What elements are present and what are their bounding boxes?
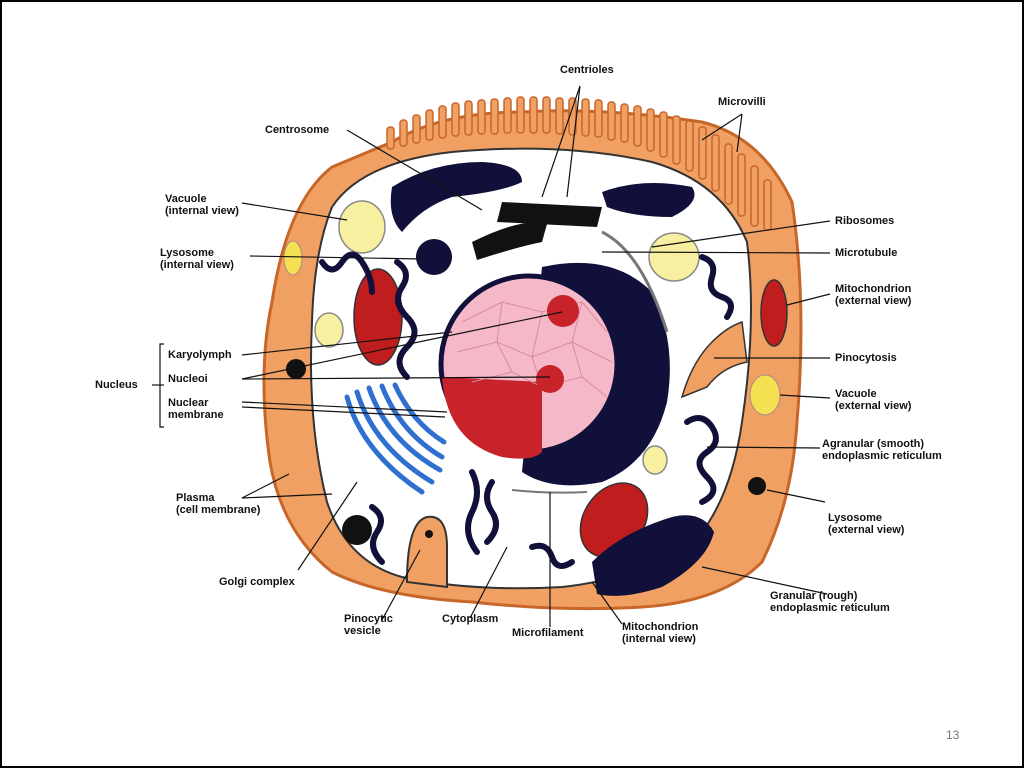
centriole-bar — [497, 202, 602, 227]
label-microtubule: Microtubule — [835, 247, 898, 259]
label-microfilament: Microfilament — [512, 627, 584, 639]
label-lysosome-internal: Lysosome (internal view) — [160, 247, 234, 271]
label-mitochondrion-external: Mitochondrion (external view) — [835, 283, 912, 307]
lysosome-membrane-left — [286, 359, 306, 379]
label-lysosome-external: Lysosome (external view) — [828, 512, 905, 536]
agranular-er — [319, 251, 734, 569]
label-karyolymph: Karyolymph — [168, 349, 232, 361]
vacuole-2 — [648, 232, 700, 282]
label-microvilli: Microvilli — [718, 96, 766, 108]
label-nucleus: Nucleus — [95, 379, 138, 391]
centriole-bar-2 — [472, 222, 547, 260]
microtubule — [601, 230, 669, 333]
nuclear-membrane-red — [442, 377, 542, 459]
leader-lines — [152, 85, 831, 627]
granular-er — [592, 515, 714, 596]
lysosome-internal — [416, 239, 452, 275]
label-vacuole-internal: Vacuole (internal view) — [165, 193, 239, 217]
lysosome-bottom-left — [342, 515, 372, 545]
vacuole-3 — [314, 312, 344, 348]
label-centrosome: Centrosome — [265, 124, 330, 136]
vacuole-internal — [338, 200, 386, 254]
label-pinocytosis: Pinocytosis — [835, 352, 897, 364]
label-centrioles: Centrioles — [560, 64, 614, 76]
nucleolus-2 — [536, 365, 564, 393]
label-cytoplasm: Cytoplasm — [442, 613, 499, 625]
label-ribosomes: Ribosomes — [835, 215, 895, 227]
vacuole-membrane-1 — [283, 240, 303, 276]
pinocytic-vesicle-shape — [405, 515, 448, 589]
label-golgi: Golgi complex — [219, 576, 295, 588]
label-mitochondrion-internal: Mitochondrion (internal view) — [622, 621, 699, 645]
rough-er-top — [390, 162, 522, 232]
mitochondrion-external — [760, 279, 788, 347]
label-agranular-er: Agranular (smooth) endoplasmic reticulum — [822, 438, 942, 462]
page-number: 13 — [946, 728, 960, 742]
lysosome-external — [748, 477, 766, 495]
label-nucleoli: Nucleoi — [168, 373, 208, 385]
rough-er-top-right — [602, 183, 695, 217]
golgi-complex — [344, 382, 447, 495]
microvilli — [386, 96, 772, 231]
label-plasma: Plasma (cell membrane) — [176, 492, 261, 516]
label-granular-er: Granular (rough) endoplasmic reticulum — [770, 590, 890, 614]
label-vacuole-external: Vacuole (external view) — [835, 388, 912, 412]
label-nuclear-membrane: Nuclear membrane — [168, 397, 224, 421]
vacuole-4 — [642, 445, 668, 475]
pinocytic-vesicle-dot — [425, 530, 433, 538]
pinocytosis-channel — [680, 320, 748, 399]
nucleolus-1 — [547, 295, 579, 327]
label-pinocytic-vesicle: Pinocytic vesicle — [344, 613, 393, 637]
vacuole-external — [749, 374, 781, 416]
